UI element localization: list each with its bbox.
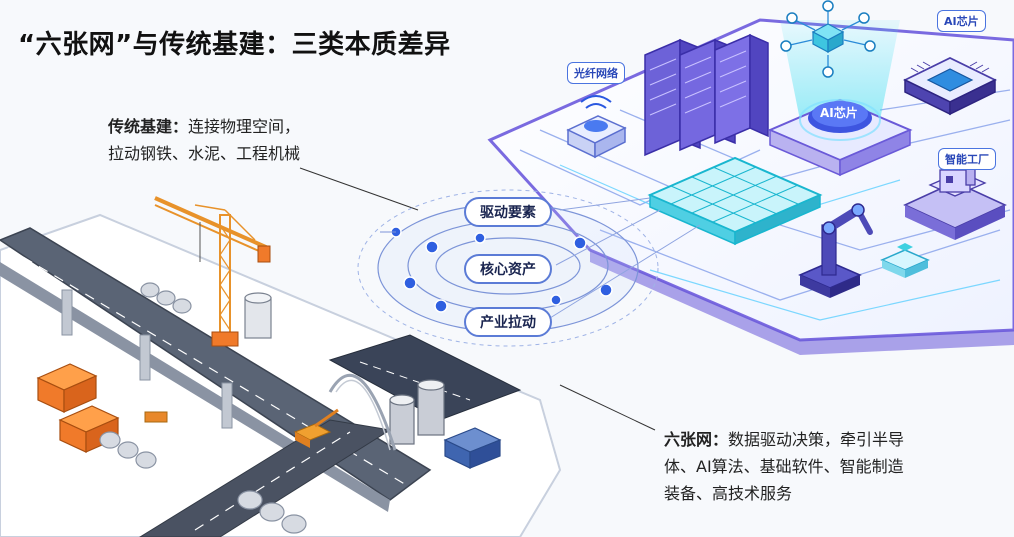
ring-node bbox=[573, 236, 587, 250]
network-topology-icon bbox=[780, 0, 876, 78]
traditional-line-1: 传统基建：连接物理空间， bbox=[108, 113, 368, 140]
traditional-line-1-text: 连接物理空间， bbox=[188, 117, 301, 136]
traditional-construction-scene bbox=[0, 196, 562, 537]
ring-node bbox=[550, 294, 562, 306]
six-networks-line-2: 体、AI算法、基础软件、智能制造 bbox=[664, 457, 904, 476]
ring-node bbox=[403, 276, 417, 290]
six-networks-line-1: 六张网：数据驱动决策，牵引半导 bbox=[664, 426, 984, 453]
six-networks-line-3: 装备、高技术服务 bbox=[664, 484, 793, 503]
cement-silos-icon bbox=[244, 292, 445, 445]
ai-chip-top-icon bbox=[902, 56, 998, 116]
fiber-node-icon bbox=[566, 95, 627, 159]
ring-node bbox=[474, 232, 486, 244]
site-offices-icon bbox=[36, 363, 120, 453]
ai-chip-top-tag: AI芯片 bbox=[937, 10, 986, 32]
fiber-network-tag: 光纤网络 bbox=[567, 62, 625, 84]
server-racks-icon bbox=[644, 33, 769, 157]
traditional-line-2: 拉动钢铁、水泥、工程机械 bbox=[108, 144, 301, 163]
smart-factory-tag: 智能工厂 bbox=[938, 148, 996, 170]
six-networks-line-1-text: 数据驱动决策，牵引半导 bbox=[728, 430, 905, 449]
robot-arm-icon bbox=[798, 203, 873, 298]
traditional-heading: 传统基建： bbox=[108, 117, 189, 136]
ring-node bbox=[434, 299, 448, 313]
ai-chip-center-tag: AI芯片 bbox=[820, 106, 858, 120]
container-icon bbox=[443, 427, 502, 469]
industry-pull-label: 产业拉动 bbox=[464, 307, 552, 337]
excavator-icon bbox=[144, 408, 339, 448]
tower-crane-icon bbox=[154, 196, 271, 347]
smart-factory-icon bbox=[903, 159, 1007, 240]
data-grid-panel bbox=[647, 156, 823, 246]
ring-node bbox=[599, 283, 613, 297]
six-networks-description: 六张网：数据驱动决策，牵引半导 体、AI算法、基础软件、智能制造 装备、高技术服… bbox=[664, 426, 984, 507]
pipes-icon bbox=[99, 282, 307, 534]
ring-node bbox=[425, 240, 439, 254]
core-asset-label: 核心资产 bbox=[464, 254, 552, 284]
leader-line-six-networks bbox=[559, 384, 656, 431]
edge-device-icon bbox=[880, 243, 930, 278]
driver-factor-label: 驱动要素 bbox=[464, 197, 552, 227]
leader-line-traditional bbox=[299, 167, 419, 211]
six-networks-heading: 六张网： bbox=[664, 430, 729, 449]
page-title: “六张网”与传统基建：三类本质差异 bbox=[18, 30, 451, 60]
traditional-infra-description: 传统基建：连接物理空间， 拉动钢铁、水泥、工程机械 bbox=[108, 113, 368, 167]
